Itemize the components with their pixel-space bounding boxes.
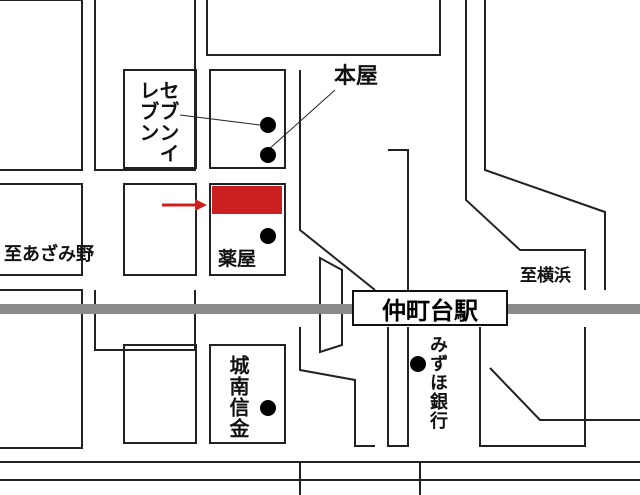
location-dot-icon [260,400,276,416]
label-mizuho-bank: みずほ銀行 [427,335,448,430]
railway-line [0,304,640,314]
location-dot-icon [410,356,426,372]
label-honya: 本屋 [334,64,379,89]
destination-marker [212,186,282,214]
label-yakuya: 薬屋 [218,248,257,270]
red-arrow-icon [162,199,207,211]
location-dot-icon [260,117,276,133]
label-seven-eleven: セブンイレブン [136,80,180,164]
label-jonan-shinkin: 城南信金 [226,355,250,439]
station-label: 仲町台駅 [352,290,508,326]
leader-lines [179,89,336,151]
label-to-yokohama: 至横浜 [520,266,571,286]
label-to-azamino: 至あざみ野 [4,244,94,265]
location-dot-icon [260,147,276,163]
location-dot-icon [260,228,276,244]
